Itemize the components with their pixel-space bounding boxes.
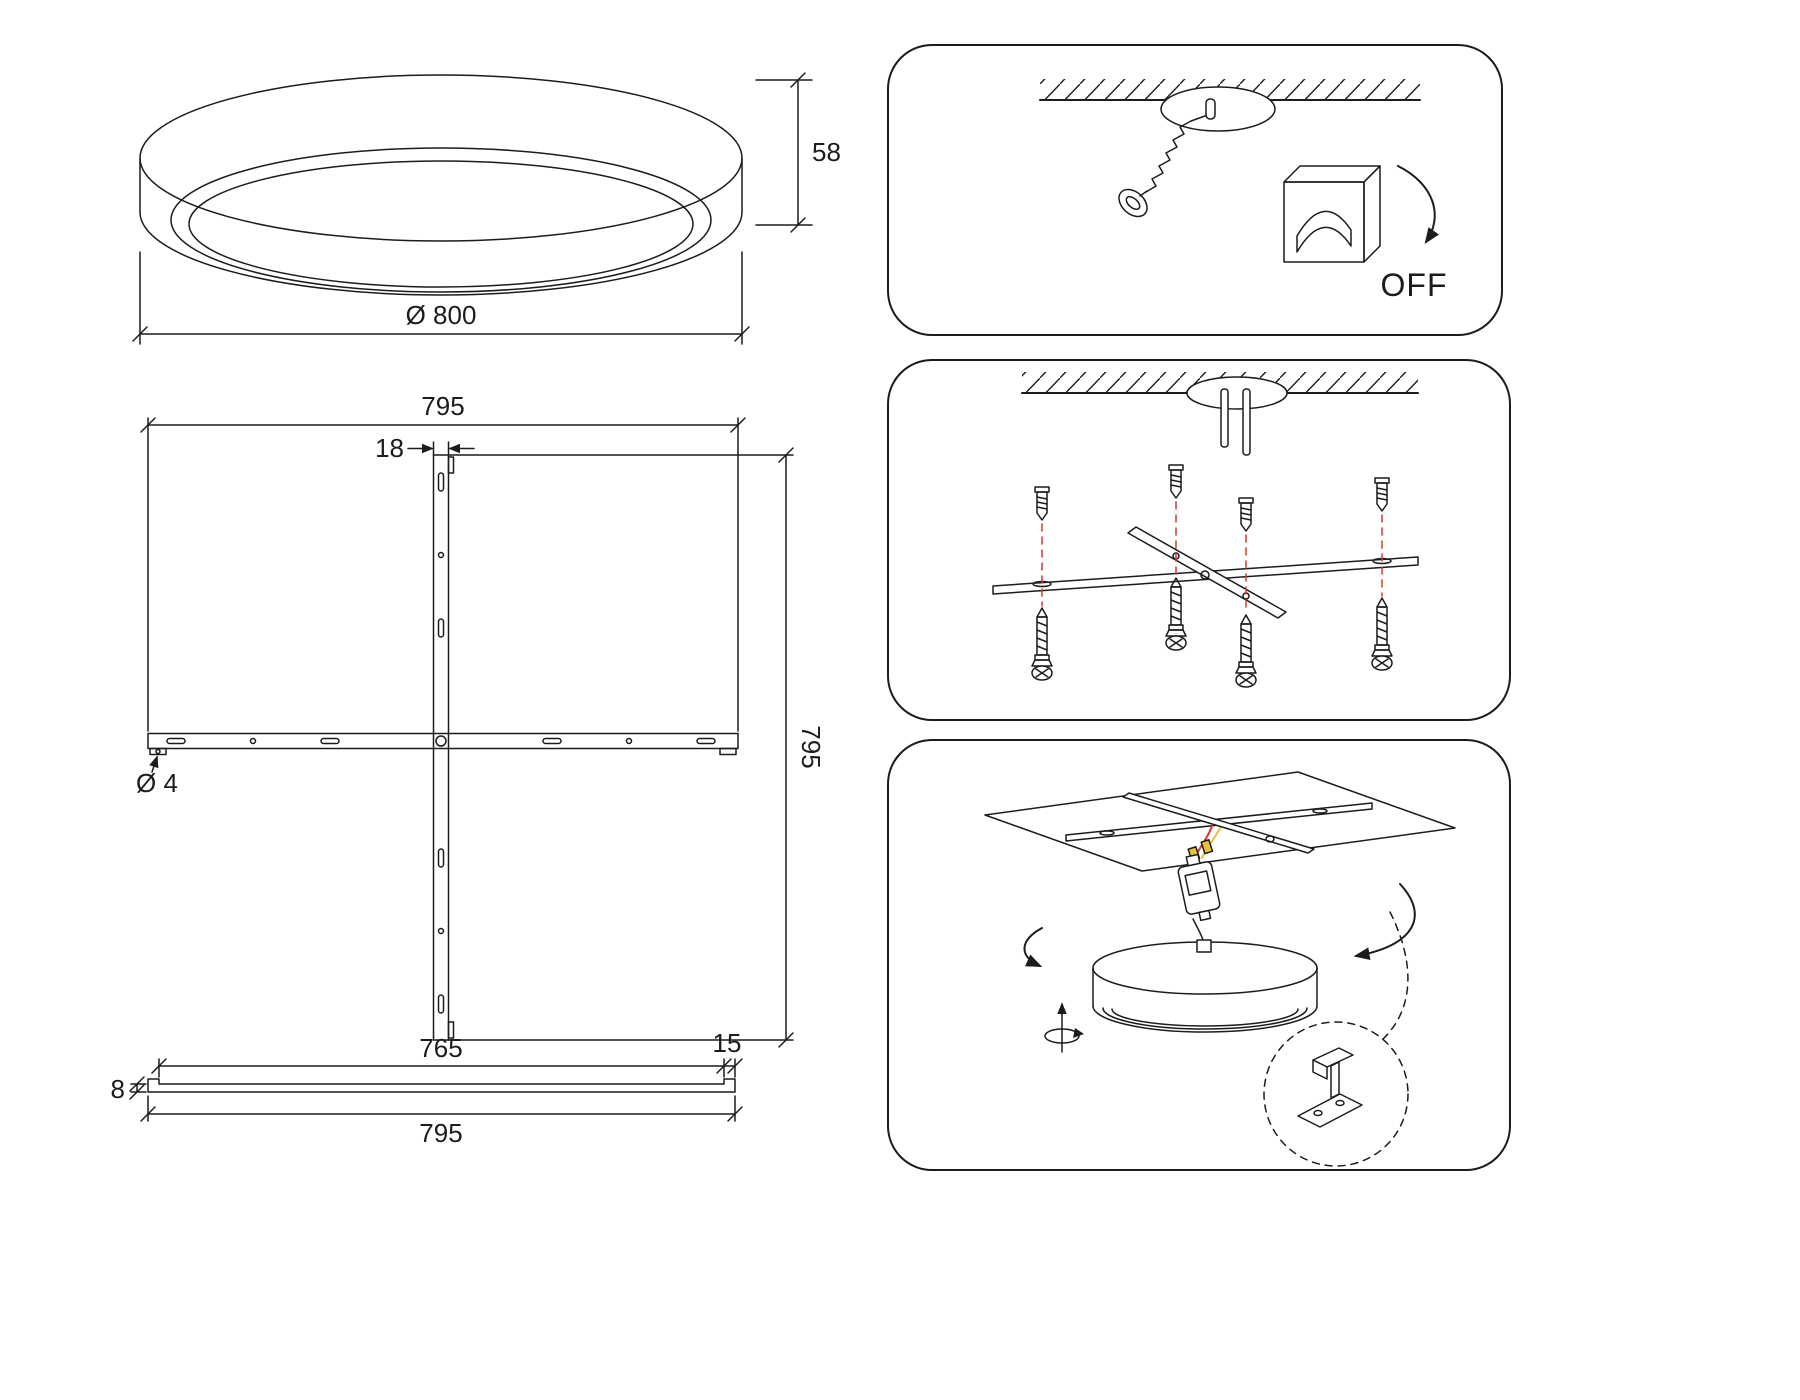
insert-arrow-icon [1353, 883, 1416, 960]
slot [437, 994, 445, 1014]
dim-strip-inner: 765 [151, 1033, 732, 1078]
lamp-inner-ring [1111, 1008, 1299, 1027]
detail-circle [1263, 1021, 1409, 1167]
rotation-axis-icon [1044, 1002, 1084, 1053]
step1-content: OFF [1039, 79, 1448, 303]
step2-panel [887, 359, 1511, 721]
dim-lamp-height-label: 58 [812, 137, 841, 167]
lamp-bottom [1092, 1005, 1318, 1033]
dim-strip-thickness: 8 [111, 1074, 147, 1104]
step3-content [984, 771, 1456, 1167]
wire-connector-icon [1200, 839, 1214, 855]
dim-cross-width: 795 [140, 391, 746, 732]
center-hole [1200, 570, 1210, 580]
ceiling-plane [984, 771, 1456, 872]
end-tab [149, 747, 167, 756]
lamp-oblique-view [139, 74, 743, 296]
cross-bracket-on-ceiling [1065, 792, 1373, 854]
dim-strip-total: 795 [140, 1095, 743, 1148]
clip-arm [1330, 1061, 1340, 1099]
step3-panel [887, 739, 1511, 1171]
slot [437, 618, 445, 638]
lamp-bottom-rim [139, 211, 743, 296]
dim-strip-inner-label: 765 [419, 1033, 462, 1063]
tab-hole [155, 748, 161, 755]
end-tab [719, 747, 737, 756]
switch-off-label: OFF [1381, 267, 1448, 303]
dim-cross-height: 795 [447, 447, 826, 1048]
dim-cross-height-label: 795 [796, 725, 826, 768]
slot [437, 472, 445, 492]
end-tab [447, 1021, 455, 1039]
axis-arrowhead [1073, 1028, 1084, 1038]
keyhole-slot [1205, 98, 1216, 120]
cross-center-hole [435, 735, 447, 747]
led-driver [1177, 853, 1221, 922]
detail-leader-dashed [1381, 911, 1409, 1041]
dim-cross-bar-width: 18 [375, 433, 475, 463]
clip-hole [1335, 1099, 1345, 1107]
drill-tool-icon [1118, 115, 1206, 218]
mounting-hole [1186, 376, 1288, 410]
mounting-hole [1160, 86, 1276, 132]
clip-flange [1312, 1059, 1328, 1080]
dim-strip-total-label: 795 [419, 1118, 462, 1148]
end-tab [447, 456, 455, 474]
slot [1099, 830, 1115, 836]
mounting-clip [1297, 1047, 1363, 1128]
hole [437, 927, 445, 935]
dim-lamp-diameter-label: Ø 800 [406, 300, 477, 330]
dim-hole-diameter: Ø 4 [136, 755, 178, 798]
slot [1312, 808, 1328, 814]
switch-rocker [1296, 210, 1352, 253]
dim-lamp-diameter: Ø 800 [132, 251, 750, 345]
dim-strip-tab-label: 15 [713, 1028, 742, 1058]
power-wire [1242, 388, 1251, 456]
mounting-cross-front-view [147, 454, 739, 1041]
bar-profile [147, 1078, 736, 1093]
lamp-diffuser-outer [170, 147, 712, 293]
dim-cross-width-label: 795 [421, 391, 464, 421]
power-wire [1220, 388, 1229, 448]
dim-hole-label: Ø 4 [136, 768, 178, 798]
slot [696, 737, 716, 745]
slot [320, 737, 340, 745]
slot [166, 737, 186, 745]
bracket-bar [1127, 526, 1287, 619]
dim-strip-thickness-label: 8 [111, 1074, 125, 1104]
hole [249, 737, 257, 745]
lamp-diffuser-inner [188, 160, 694, 288]
power-switch-icon [1283, 165, 1381, 263]
hole [437, 551, 445, 559]
dim-strip-tab: 15 [713, 1028, 743, 1078]
lamp-inner-ring [1102, 1007, 1308, 1030]
hole [1265, 835, 1275, 843]
lamp-side-walls [139, 157, 743, 213]
cross-horizontal-bar [147, 732, 739, 750]
lamp-body [1092, 941, 1318, 1033]
curved-arrow-icon [1397, 165, 1439, 244]
step1-panel [887, 44, 1503, 336]
rotation-arrow-icon [1023, 927, 1043, 967]
dim-bar-width-label: 18 [375, 433, 404, 463]
clip-base [1297, 1093, 1363, 1128]
dim-lamp-height: 58 [755, 72, 841, 233]
clip-hole [1313, 1109, 1323, 1117]
alignment-guide-lines [1041, 501, 1383, 614]
cross-vertical-bar [432, 454, 450, 1041]
step2-content [992, 372, 1419, 688]
lamp-plug [1196, 939, 1212, 953]
bracket-bar-side-view [147, 1078, 736, 1093]
hole [625, 737, 633, 745]
slot [437, 848, 445, 868]
lamp-sides [1092, 967, 1318, 1007]
slot [542, 737, 562, 745]
